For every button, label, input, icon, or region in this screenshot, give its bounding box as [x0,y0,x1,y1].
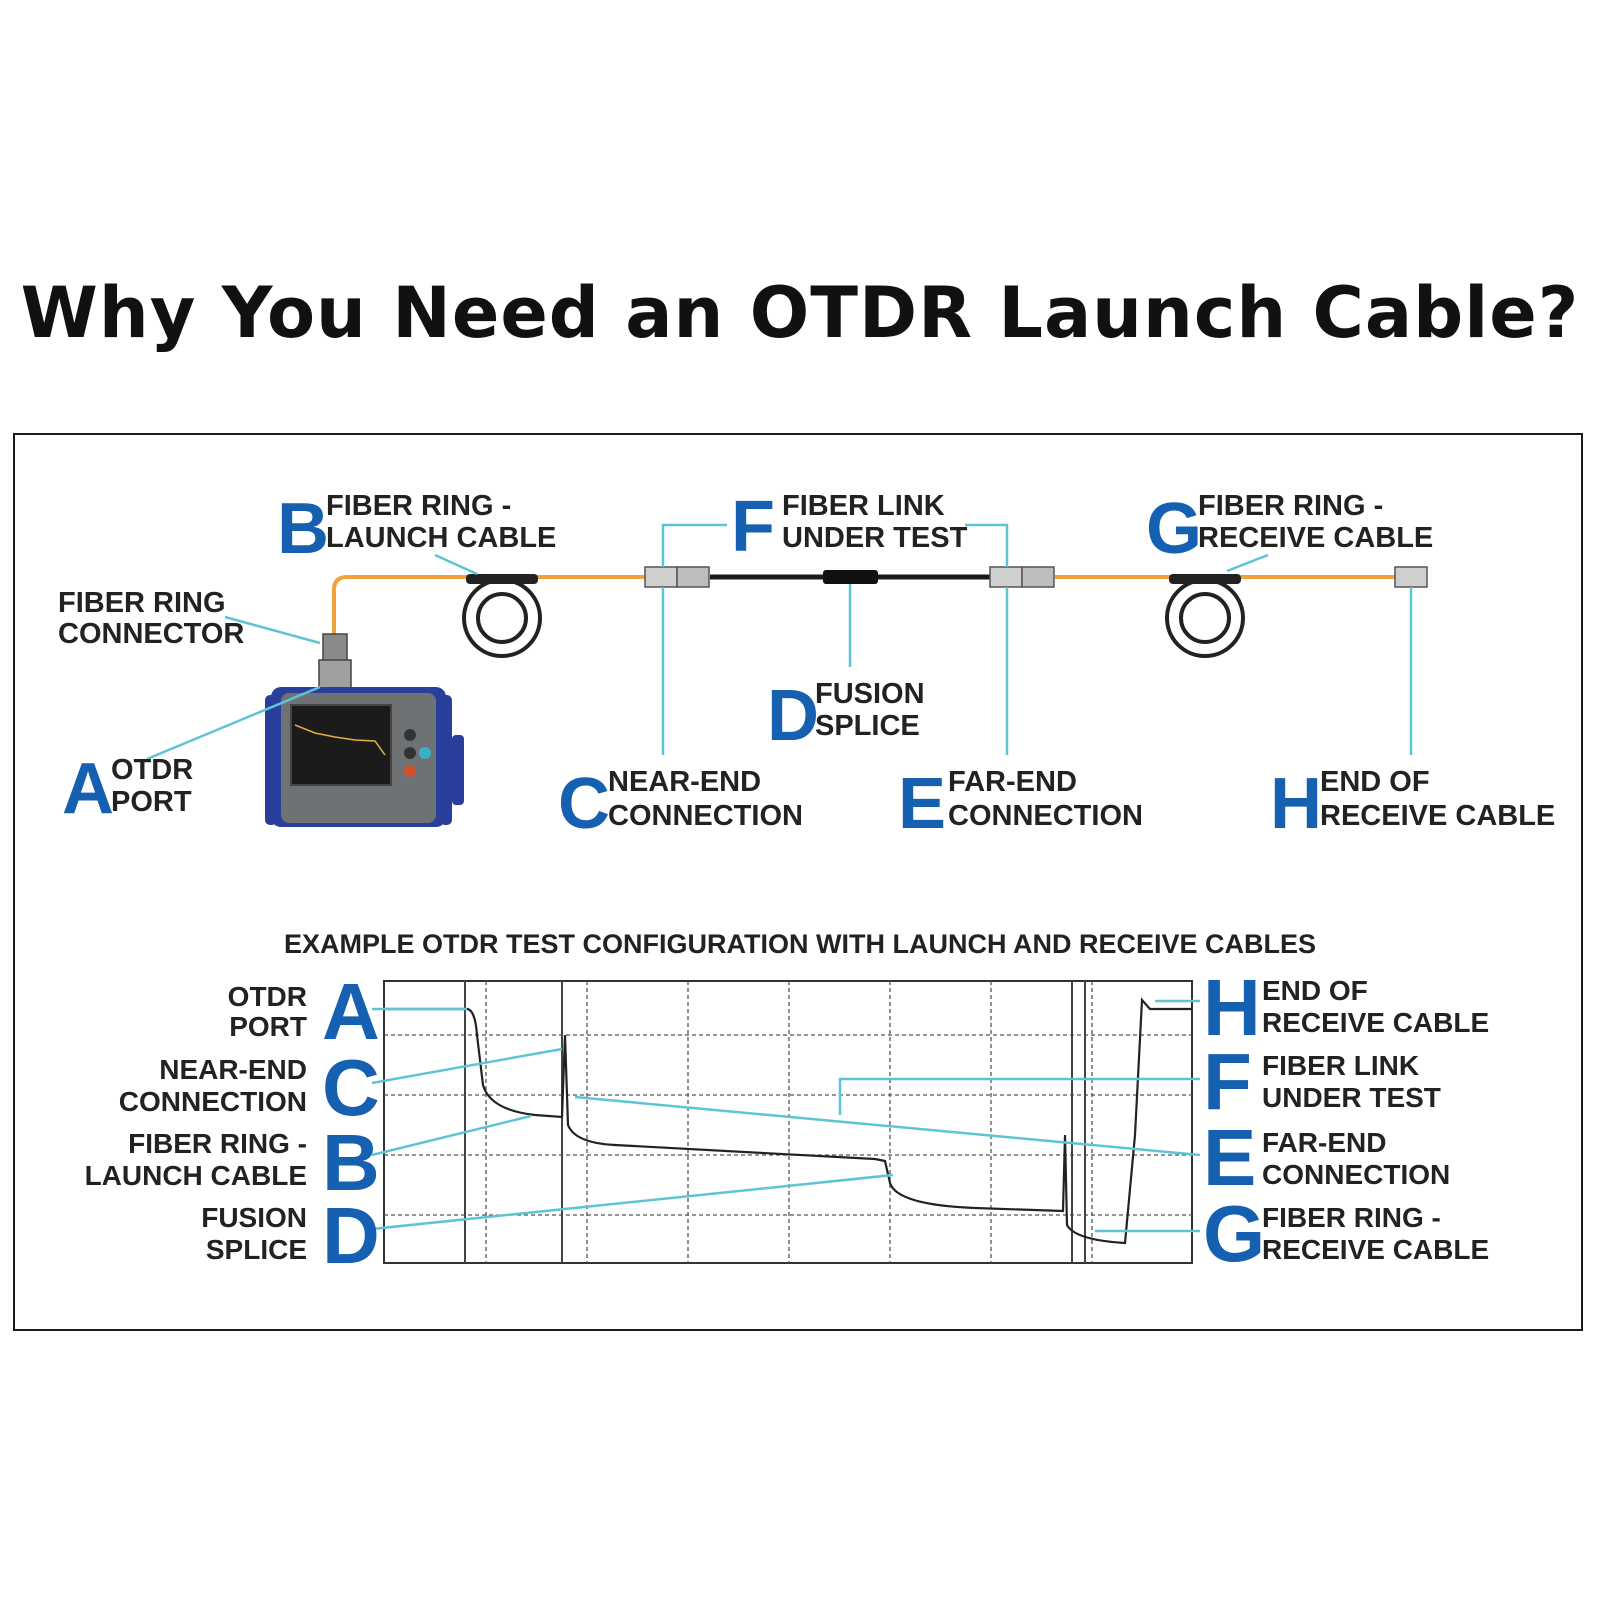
label-a: A OTDR PORT [62,749,193,829]
near-end-connector [644,566,710,588]
label-f: F FIBER LINK UNDER TEST [731,487,968,567]
diagram-frame: FIBER RING CONNECTOR A OTDR PORT B FIBER… [13,433,1583,1331]
trace-label-b: FIBER RING - LAUNCH CABLE B [85,1118,380,1207]
callout-connector [224,615,321,645]
label-e: E FAR-END CONNECTION [898,764,1143,844]
svg-text:E: E [1203,1113,1256,1202]
svg-text:FUSION: FUSION [815,678,925,710]
label-g: G FIBER RING - RECEIVE CABLE [1146,489,1433,569]
svg-text:CONNECTION: CONNECTION [119,1086,307,1117]
svg-text:NEAR-END: NEAR-END [159,1054,307,1085]
svg-text:FIBER LINK: FIBER LINK [1262,1050,1419,1081]
svg-text:D: D [767,676,819,756]
svg-text:B: B [277,489,329,569]
svg-text:UNDER TEST: UNDER TEST [782,522,968,554]
otdr-diagram: FIBER RING CONNECTOR A OTDR PORT B FIBER… [58,487,1555,1280]
svg-text:C: C [322,1043,380,1132]
svg-text:PORT: PORT [229,1011,307,1042]
trace-label-g: G FIBER RING - RECEIVE CABLE [1203,1189,1489,1278]
svg-text:CONNECTION: CONNECTION [948,800,1143,832]
svg-text:G: G [1146,489,1202,569]
svg-text:CONNECTOR: CONNECTOR [58,618,244,650]
svg-text:FAR-END: FAR-END [1262,1127,1386,1158]
svg-text:H: H [1270,764,1322,844]
callout-b [434,553,478,576]
receive-end-connector [1394,566,1428,588]
svg-text:A: A [62,749,114,829]
svg-text:FIBER RING -: FIBER RING - [128,1128,307,1159]
svg-text:RECEIVE CABLE: RECEIVE CABLE [1198,522,1433,554]
label-d: D FUSION SPLICE [767,676,925,756]
callout-f-bracket [661,523,727,567]
svg-text:B: B [322,1118,380,1207]
trace-callout-b [371,1114,532,1157]
label-connector: FIBER RING CONNECTOR [58,587,244,650]
launch-fiber [332,575,645,634]
svg-text:SPLICE: SPLICE [815,710,920,742]
svg-text:FAR-END: FAR-END [948,766,1077,798]
svg-text:D: D [322,1191,380,1280]
launch-fiber-ring-icon [462,574,542,658]
fusion-splice-sleeve [823,570,878,584]
svg-text:E: E [898,764,946,844]
trace-label-h: H END OF RECEIVE CABLE [1203,963,1489,1052]
svg-text:LAUNCH CABLE: LAUNCH CABLE [326,522,556,554]
callout-a [146,685,321,761]
trace-label-f: F FIBER LINK UNDER TEST [1203,1037,1441,1126]
trace-callout-f [838,1077,1200,1115]
svg-text:F: F [1203,1037,1252,1126]
svg-text:FIBER RING: FIBER RING [58,587,226,619]
label-h: H END OF RECEIVE CABLE [1270,764,1555,844]
svg-text:CONNECTION: CONNECTION [1262,1159,1450,1190]
svg-text:F: F [731,487,775,567]
label-b: B FIBER RING - LAUNCH CABLE [277,489,556,569]
label-c: C NEAR-END CONNECTION [558,764,803,844]
trace-callout-c [371,1047,563,1085]
trace-label-d: FUSION SPLICE D [201,1191,380,1280]
svg-text:OTDR: OTDR [228,981,307,1012]
svg-text:END OF: END OF [1320,766,1430,798]
trace-label-a: OTDR PORT A [228,967,380,1056]
svg-text:FUSION: FUSION [201,1202,307,1233]
svg-text:RECEIVE CABLE: RECEIVE CABLE [1320,800,1555,832]
trace-label-e: E FAR-END CONNECTION [1203,1113,1450,1202]
far-end-connector [989,566,1055,588]
svg-text:END OF: END OF [1262,975,1368,1006]
svg-text:A: A [322,967,380,1056]
callout-g [1226,553,1269,573]
trace-callout-e [574,1095,1201,1157]
otdr-tester-icon [265,633,464,827]
callout-f-bracket-right [965,523,1009,567]
trace-title: EXAMPLE OTDR TEST CONFIGURATION WITH LAU… [284,929,1316,959]
page-title: Why You Need an OTDR Launch Cable? [20,272,1580,354]
svg-text:SPLICE: SPLICE [206,1234,307,1265]
svg-text:G: G [1203,1189,1265,1278]
otdr-trace-line [384,997,1192,1245]
trace-grid [383,980,1193,1264]
svg-text:UNDER TEST: UNDER TEST [1262,1082,1441,1113]
receive-fiber-ring-icon [1165,574,1245,658]
svg-text:RECEIVE CABLE: RECEIVE CABLE [1262,1007,1489,1038]
trace-callout-d [371,1173,894,1231]
svg-text:H: H [1203,963,1261,1052]
svg-text:FIBER RING -: FIBER RING - [1262,1202,1441,1233]
svg-text:NEAR-END: NEAR-END [608,766,761,798]
svg-text:FIBER LINK: FIBER LINK [782,490,945,522]
svg-text:FIBER RING -: FIBER RING - [326,490,511,522]
svg-text:CONNECTION: CONNECTION [608,800,803,832]
svg-text:PORT: PORT [111,786,192,818]
svg-text:RECEIVE CABLE: RECEIVE CABLE [1262,1234,1489,1265]
svg-text:FIBER RING -: FIBER RING - [1198,490,1383,522]
svg-text:OTDR: OTDR [111,754,193,786]
svg-text:LAUNCH CABLE: LAUNCH CABLE [85,1160,307,1191]
svg-text:C: C [558,764,610,844]
trace-label-c: NEAR-END CONNECTION C [119,1043,380,1132]
